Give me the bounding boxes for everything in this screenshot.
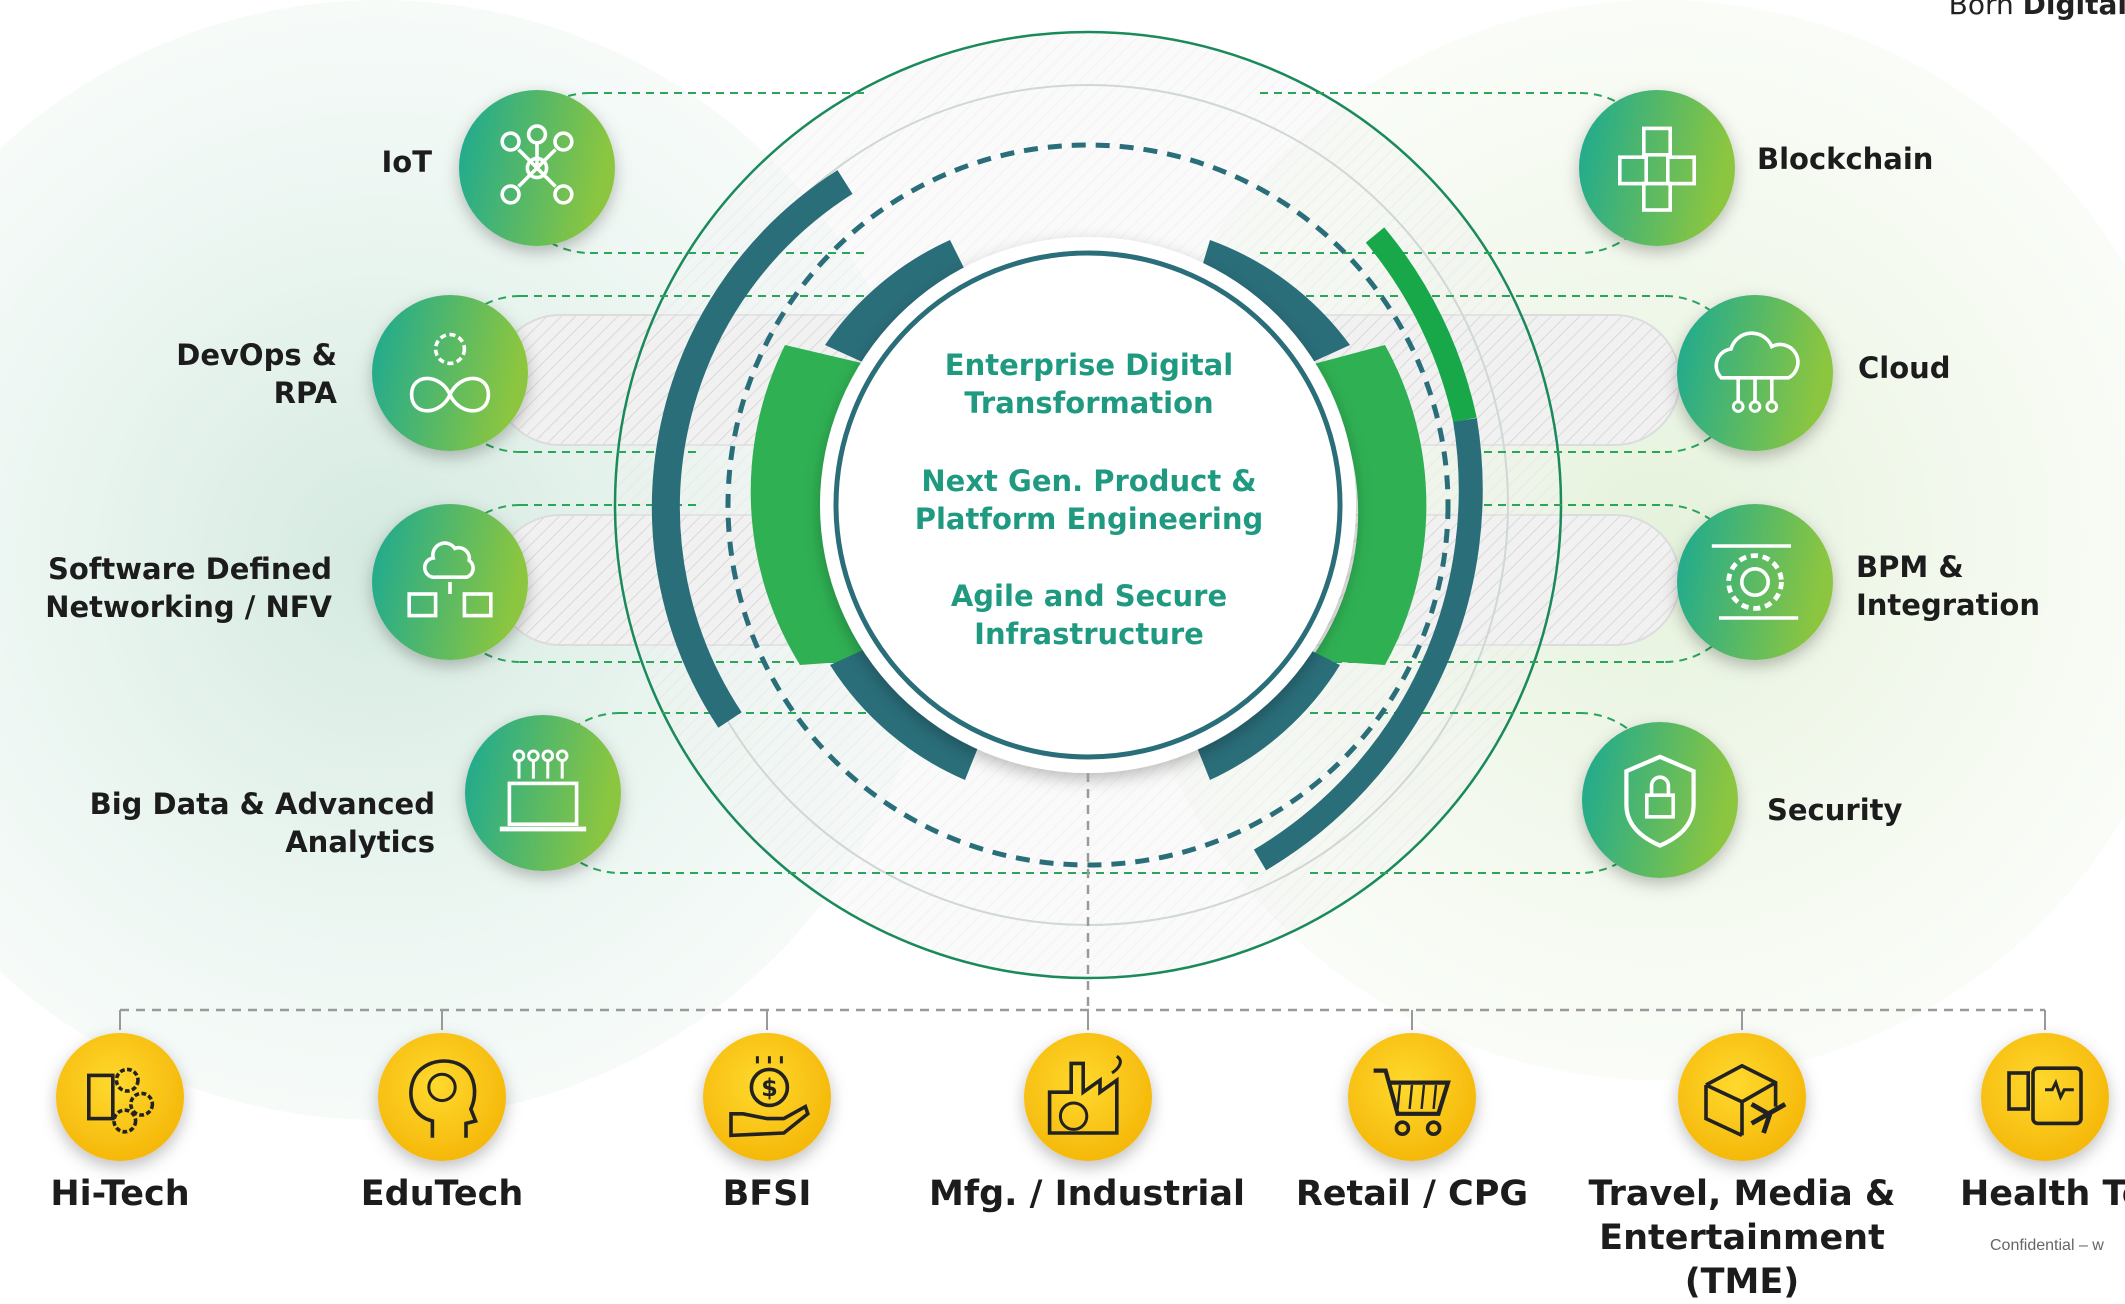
svg-text:$: $ (761, 1074, 778, 1102)
center-line-2a: Next Gen. Product & (921, 464, 1257, 498)
bpm-connector (1250, 504, 1745, 663)
service-icon-circle (1677, 295, 1833, 451)
label-line: DevOps & (176, 338, 337, 372)
service-label-iot: IoT (382, 143, 433, 181)
center-line-3a: Agile and Secure (950, 579, 1228, 613)
label-line: Software Defined (47, 552, 332, 586)
label-line: Travel, Media & (1588, 1174, 1896, 1214)
service-label-devops: DevOps & RPA (176, 336, 337, 412)
label-line: Cloud (1858, 351, 1951, 385)
service-icon-circle (1582, 722, 1738, 878)
blockchain-cubes-icon (1579, 90, 1735, 246)
right-green-wedge (1310, 345, 1427, 665)
industry-label-mfg: Mfg. / Industrial (907, 1172, 1267, 1216)
label-line: Hi-Tech (50, 1174, 190, 1214)
devops-connector (441, 295, 930, 453)
inner-dashed-circle (725, 142, 1451, 868)
industry-label-tme: Travel, Media &Entertainment (TME) (1562, 1172, 1922, 1304)
label-line: Mfg. / Industrial (929, 1174, 1245, 1214)
security-connector (1310, 712, 1661, 874)
center-line-3b: Infrastructure (974, 617, 1204, 651)
center-line-2b: Platform Engineering (914, 502, 1264, 536)
bigdata-connector (539, 712, 1260, 874)
brand-logo: Born Digital (1949, 0, 2125, 21)
label-line: Health Tech (1960, 1174, 2125, 1214)
label-line: BPM & (1856, 550, 1964, 584)
industry-label-retail: Retail / CPG (1232, 1172, 1592, 1216)
service-icon-circle (1677, 504, 1833, 660)
inner-teal-segment-tl (825, 240, 975, 370)
brain-head-icon (378, 1033, 506, 1161)
gear-infinity-icon (372, 295, 528, 451)
industry-icon-circle (378, 1033, 506, 1161)
hand-coin-icon: $ (703, 1033, 831, 1161)
label-line: Analytics (285, 825, 435, 859)
label-line: EduTech (360, 1174, 524, 1214)
label-line: Entertainment (TME) (1599, 1218, 1885, 1302)
label-line: BFSI (722, 1174, 812, 1214)
label-line: Retail / CPG (1295, 1174, 1529, 1214)
shield-lock-icon (1582, 722, 1738, 878)
center-line-1b: Transformation (964, 386, 1214, 420)
label-line: Blockchain (1757, 142, 1934, 176)
service-label-blockchain: Blockchain (1757, 140, 1933, 178)
label-line: Security (1767, 793, 1903, 827)
service-icon-circle (1579, 90, 1735, 246)
factory-icon (1024, 1033, 1152, 1161)
industry-label-hitech: Hi-Tech (0, 1172, 300, 1216)
diagram-graphics: $ (0, 0, 2125, 1161)
iot-connector (509, 92, 870, 254)
right-green-arc (1365, 227, 1477, 423)
health-monitor-icon (1981, 1033, 2109, 1161)
label-line: Integration (1856, 588, 2040, 622)
brand-name: Digital (2022, 0, 2125, 21)
laptop-data-icon (465, 715, 621, 871)
industry-icon-circle (1024, 1033, 1152, 1161)
right-teal-arc (1253, 418, 1483, 871)
network-nodes-icon (459, 90, 615, 246)
inner-teal-segment-tr (1195, 240, 1350, 370)
label-line: Networking / NFV (45, 590, 332, 624)
service-icon-circle (372, 295, 528, 451)
industry-icon-circle (56, 1033, 184, 1161)
industry-icon-circle (703, 1033, 831, 1161)
chip-gears-icon (56, 1033, 184, 1161)
center-circle-border (833, 250, 1343, 760)
cloud-network-icon (1677, 295, 1833, 451)
industry-label-health: Health Tech (1960, 1172, 2125, 1216)
cloud-connector (1250, 295, 1744, 453)
service-icon-circle (465, 715, 621, 871)
center-line-1a: Enterprise Digital (944, 348, 1234, 382)
industry-label-bfsi: BFSI (587, 1172, 947, 1216)
industry-icon-circle (1678, 1033, 1806, 1161)
inner-teal-segment-bl (830, 640, 985, 780)
blockchain-connector (1260, 92, 1661, 254)
cloud-servers-icon (372, 504, 528, 660)
industry-label-edutech: EduTech (262, 1172, 622, 1216)
center-circle (820, 237, 1356, 773)
confidential-footer: Confidential – w (1990, 1237, 2104, 1254)
inner-teal-segment-br (1190, 640, 1340, 780)
service-label-bpm: BPM & Integration (1856, 548, 2040, 624)
service-label-security: Security (1767, 791, 1902, 829)
label-line: Big Data & Advanced (89, 787, 435, 821)
industry-icon-circle (1981, 1033, 2109, 1161)
box-plane-icon (1678, 1033, 1806, 1161)
gear-cycle-icon (1677, 504, 1833, 660)
label-line: IoT (381, 145, 433, 179)
shopping-cart-icon (1348, 1033, 1476, 1161)
label-line: RPA (273, 376, 337, 410)
left-green-wedge (750, 345, 870, 665)
left-teal-arc (651, 170, 853, 728)
service-label-cloud: Cloud (1858, 349, 1951, 387)
brand-prefix: Born (1948, 0, 2014, 21)
